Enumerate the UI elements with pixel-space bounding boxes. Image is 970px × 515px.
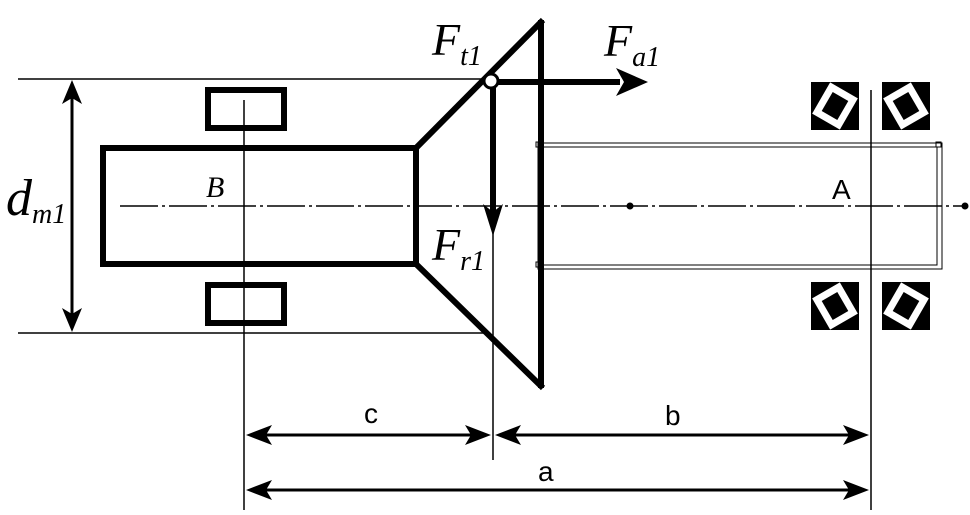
- dimension-c: [246, 425, 491, 445]
- label-dm1: dm1: [6, 170, 66, 230]
- bearing-b-bottom: [205, 282, 287, 326]
- label-Ft1: Ft1: [431, 14, 482, 72]
- force-Fr-arrow: [483, 82, 503, 236]
- force-Fa-arrow: [493, 68, 648, 96]
- bearing-a-bottom-left: [811, 282, 859, 330]
- axis-mid-dot: [626, 202, 634, 210]
- bearing-a-top-left: [811, 82, 859, 130]
- label-B: B: [206, 171, 224, 204]
- bearing-b-top: [205, 87, 287, 131]
- dimension-b: [495, 425, 869, 445]
- label-Fr1: Fr1: [431, 219, 485, 277]
- bearing-a-bottom-right: [882, 282, 930, 330]
- dimension-a: [246, 480, 869, 500]
- force-application-point: [482, 72, 500, 90]
- label-Fa1: Fa1: [603, 15, 660, 73]
- label-A: A: [832, 174, 851, 205]
- dm-dimension-arrow: [62, 80, 82, 332]
- label-b: b: [665, 400, 681, 431]
- label-a: a: [538, 456, 554, 487]
- axis-end-dot: [961, 202, 969, 210]
- label-c: c: [364, 398, 378, 429]
- bearing-a-top-right: [882, 82, 930, 130]
